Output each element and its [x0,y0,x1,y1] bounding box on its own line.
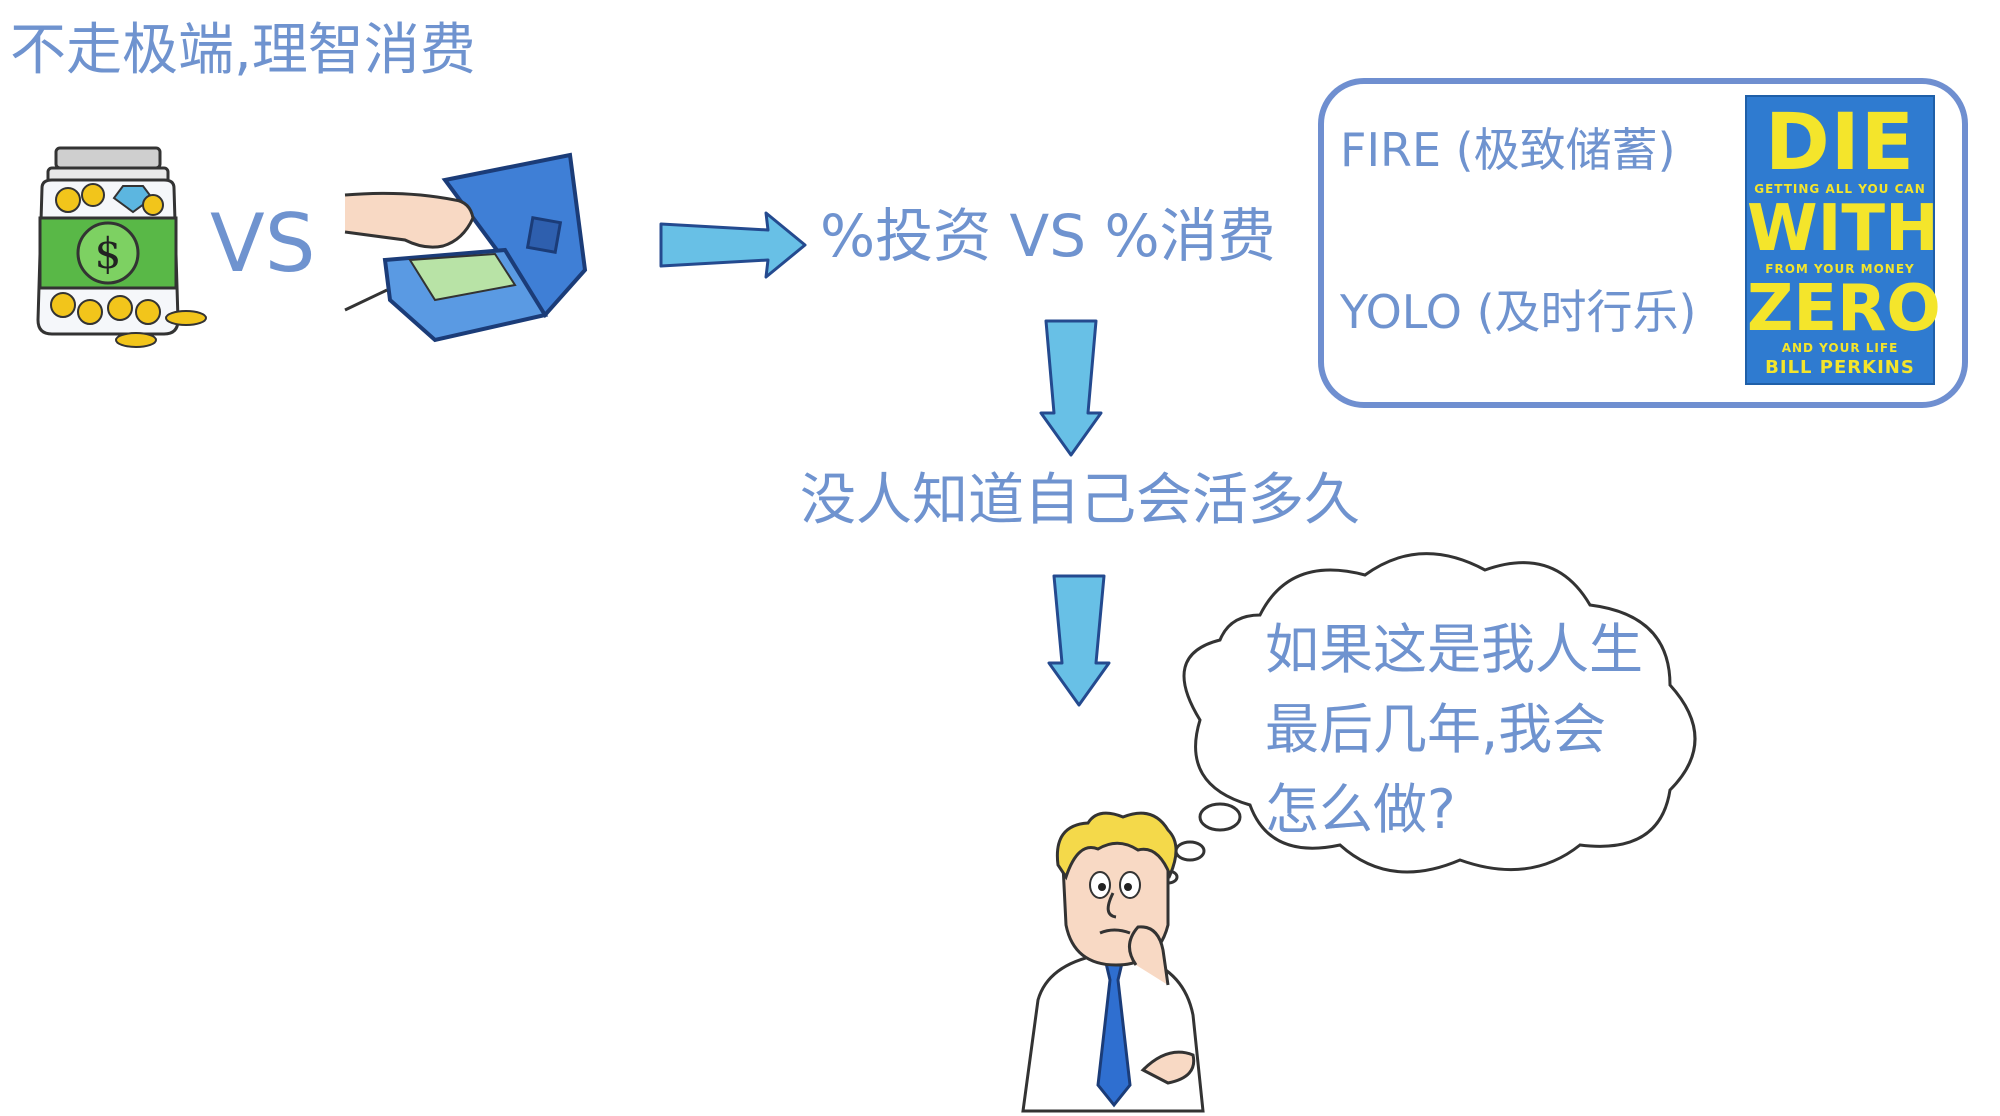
arrow-down-icon [1038,318,1104,458]
book-title-zero: ZERO [1747,278,1933,341]
fire-strategy-label: FIRE (极致储蓄) [1340,125,1676,176]
book-title-die: DIE [1747,105,1933,181]
thought-line: 如果这是我人生 [1265,610,1643,690]
money-jar-icon: $ [28,140,218,350]
book-title-with: WITH [1747,198,1933,261]
thinking-man-icon [1018,815,1208,1111]
page-title: 不走极端,理智消费 [10,20,476,82]
book-author: BILL PERKINS [1747,357,1933,379]
invest-vs-spend-text: %投资 VS %消费 [820,205,1276,269]
vs-label: VS [210,200,316,288]
lifespan-text: 没人知道自己会活多久 [800,470,1360,532]
thought-line: 最后几年,我会 [1265,690,1643,770]
yolo-strategy-label: YOLO (及时行乐) [1340,287,1697,338]
thought-text: 如果这是我人生 最后几年,我会 怎么做? [1265,610,1643,850]
thought-line: 怎么做? [1265,770,1643,850]
arrow-right-icon [658,210,808,280]
book-cover-die-with-zero: DIE GETTING ALL YOU CAN WITH FROM YOUR M… [1745,95,1935,385]
cash-box-icon [345,150,595,350]
svg-text:$: $ [95,229,122,278]
arrow-down-icon [1046,573,1112,708]
